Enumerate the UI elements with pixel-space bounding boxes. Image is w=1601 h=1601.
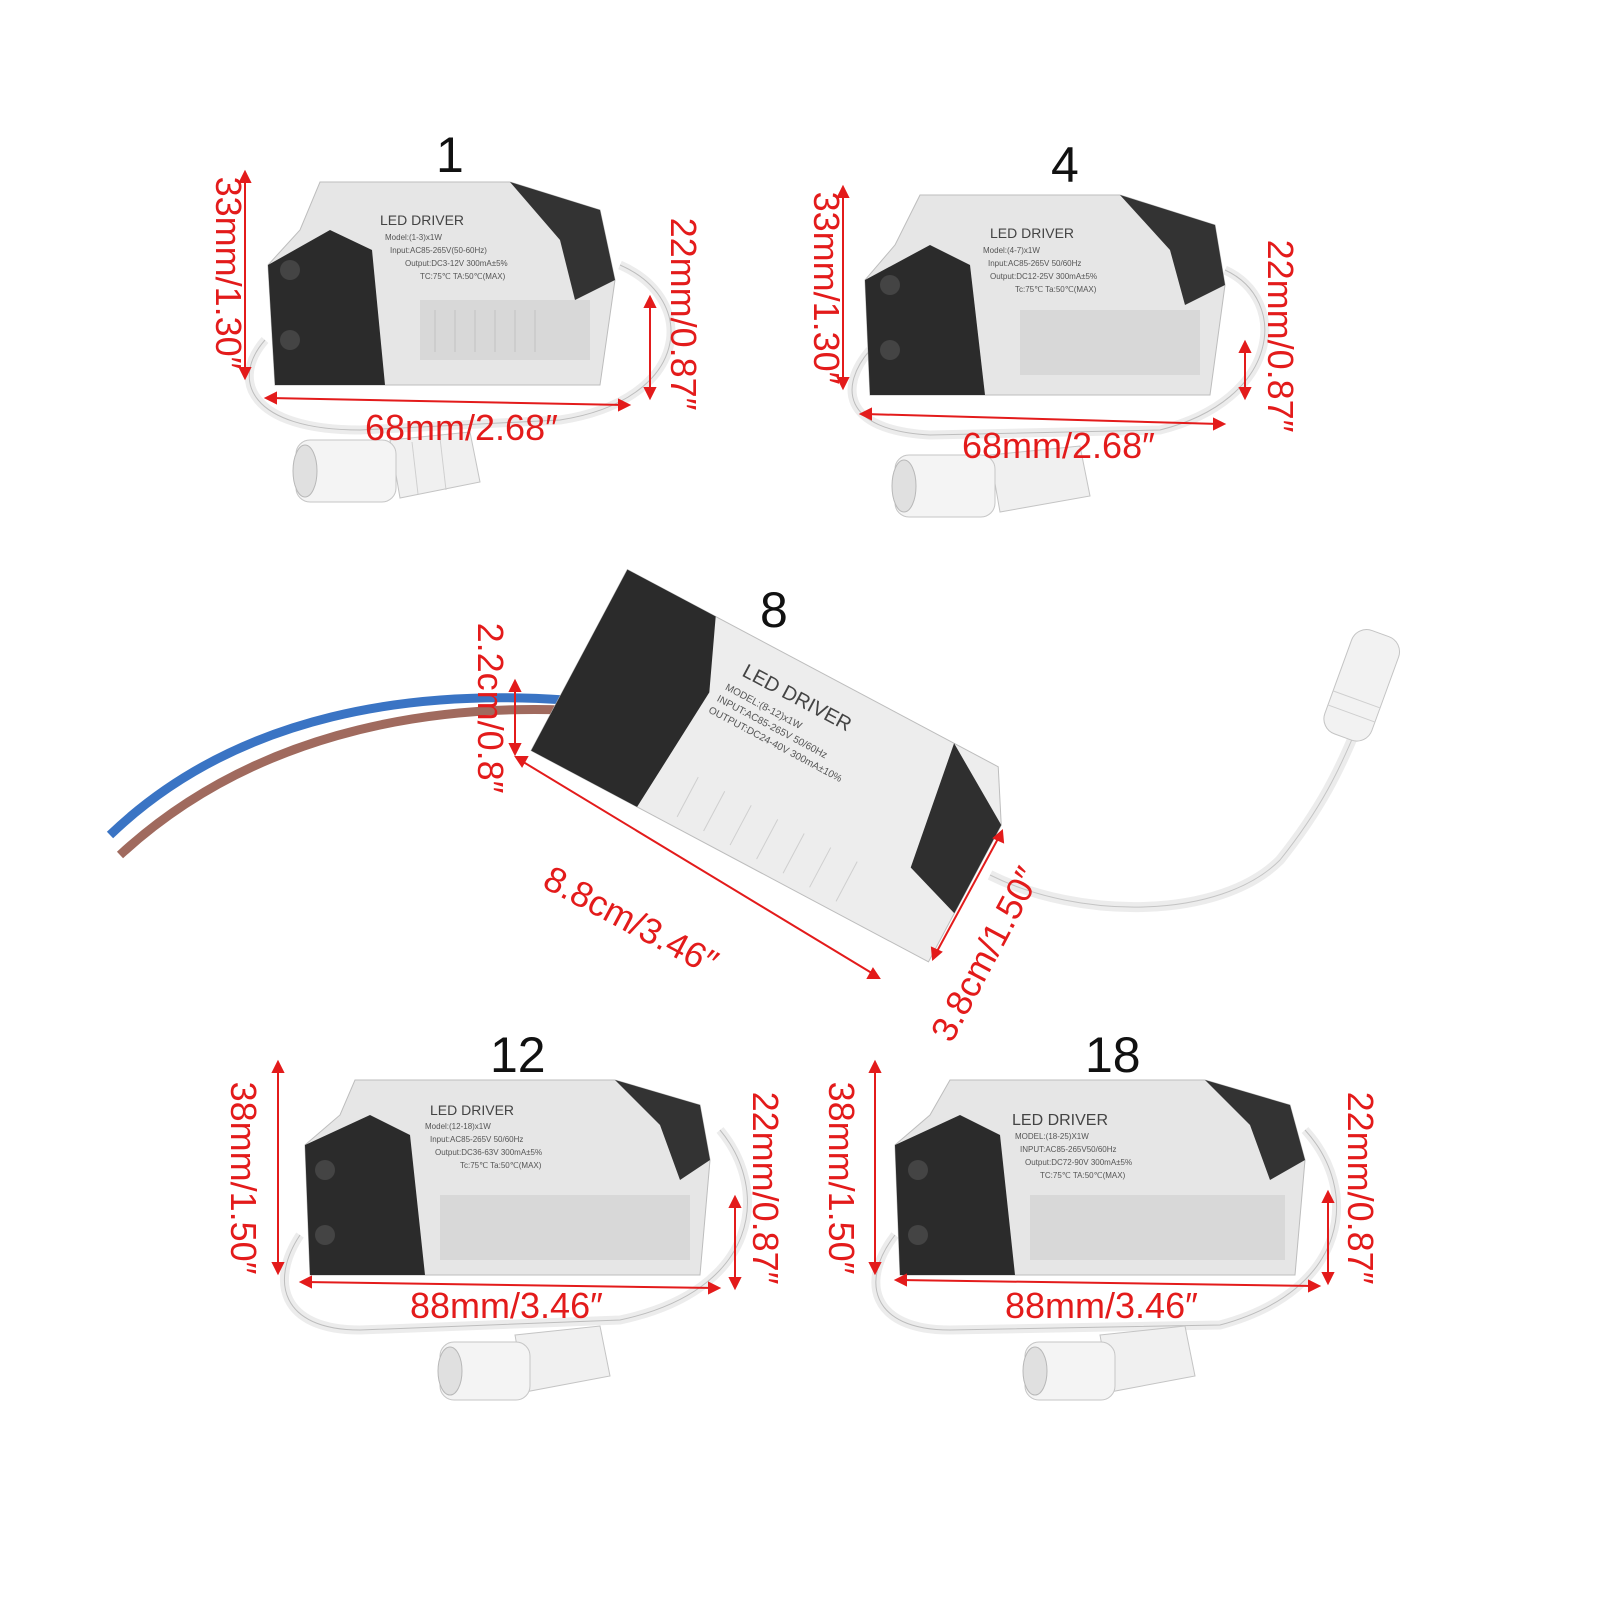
- dc-connector-icon: [1323, 629, 1401, 742]
- label-temp: Tc:75℃ Ta:50℃(MAX): [1015, 285, 1097, 294]
- led-driver-photo: LED DRIVER Model:(12-18)x1W Input:AC85-2…: [271, 1059, 752, 1401]
- led-driver-photo: LED DRIVER Model:(4-7)x1W Input:AC85-265…: [836, 184, 1270, 518]
- label-title: LED DRIVER: [430, 1102, 514, 1118]
- label-input: Input:AC85-265V 50/60Hz: [430, 1135, 523, 1144]
- led-driver-photo: LED DRIVER MODEL:(18-25)X1W INPUT:AC85-2…: [868, 1059, 1341, 1401]
- label-temp: Tc:75℃ Ta:50℃(MAX): [460, 1161, 542, 1170]
- length-dimension: 88mm/3.46″: [410, 1285, 603, 1326]
- length-dimension: 68mm/2.68″: [365, 407, 558, 448]
- label-model: Model:(12-18)x1W: [425, 1122, 491, 1131]
- product-number: 1: [436, 127, 464, 183]
- dc-connector-icon: [292, 431, 481, 503]
- height-dimension: 2.2cm/0.8″: [470, 622, 511, 794]
- label-temp: TC:75℃ TA:50℃(MAX): [420, 272, 506, 281]
- label-input: INPUT:AC85-265V50/60Hz: [1020, 1145, 1117, 1154]
- product-number: 4: [1051, 137, 1079, 193]
- length-dimension: 68mm/2.68″: [962, 425, 1155, 466]
- label-model: Model:(4-7)x1W: [983, 246, 1040, 255]
- label-output: Output:DC36-63V 300mA±5%: [435, 1148, 542, 1157]
- label-title: LED DRIVER: [380, 212, 464, 228]
- led-driver-photo: LED DRIVER Model:(1-3)x1W Input:AC85-265…: [238, 169, 676, 503]
- label-input: Input:AC85-265V(50-60Hz): [390, 246, 487, 255]
- label-output: Output:DC72-90V 300mA±5%: [1025, 1158, 1132, 1167]
- product-4: 4 LED DRIVER Model:(4-7)x1W Input:AC85-2…: [800, 0, 1600, 560]
- height-dimension: 38mm/1.50″: [821, 1081, 862, 1275]
- label-title: LED DRIVER: [1012, 1112, 1108, 1129]
- side-dimension: 22mm/0.87″: [1260, 239, 1301, 433]
- product-12: 12 LED DRIVER Model:(12-18)x1W Input:AC8…: [0, 1030, 800, 1601]
- height-dimension: 33mm/1.30″: [208, 176, 249, 370]
- dc-connector-icon: [1022, 1325, 1196, 1401]
- dc-connector-icon: [891, 445, 1091, 518]
- height-dimension: 38mm/1.50″: [223, 1081, 264, 1275]
- product-18: 18 LED DRIVER MODEL:(18-25)X1W INPUT:AC8…: [800, 1030, 1601, 1601]
- product-number: 8: [760, 582, 788, 638]
- led-driver-photo: LED DRIVER MODEL:(8-12)x1W INPUT:AC85-26…: [106, 568, 1401, 979]
- side-dimension: 22mm/0.87″: [663, 217, 704, 411]
- product-1: 1 LED DRIVER Model:(1-3)x1W Input:AC85-2…: [0, 0, 800, 560]
- label-input: Input:AC85-265V 50/60Hz: [988, 259, 1081, 268]
- product-number: 18: [1085, 1027, 1141, 1083]
- label-output: Output:DC3-12V 300mA±5%: [405, 259, 508, 268]
- product-8: 8 LED DRIVER MODEL:(8-12)x1W INPUT:AC85-…: [0, 560, 1601, 1050]
- side-dimension: 22mm/0.87″: [1340, 1091, 1381, 1285]
- product-number: 12: [490, 1027, 546, 1083]
- side-dimension: 22mm/0.87″: [745, 1091, 786, 1285]
- label-model: Model:(1-3)x1W: [385, 233, 442, 242]
- length-dimension: 88mm/3.46″: [1005, 1285, 1198, 1326]
- label-output: Output:DC12-25V 300mA±5%: [990, 272, 1097, 281]
- height-dimension: 33mm/1.30″: [806, 191, 847, 385]
- label-temp: TC:75℃ TA:50℃(MAX): [1040, 1171, 1126, 1180]
- label-title: LED DRIVER: [990, 225, 1074, 241]
- label-model: MODEL:(18-25)X1W: [1015, 1132, 1089, 1141]
- dc-connector-icon: [437, 1325, 611, 1401]
